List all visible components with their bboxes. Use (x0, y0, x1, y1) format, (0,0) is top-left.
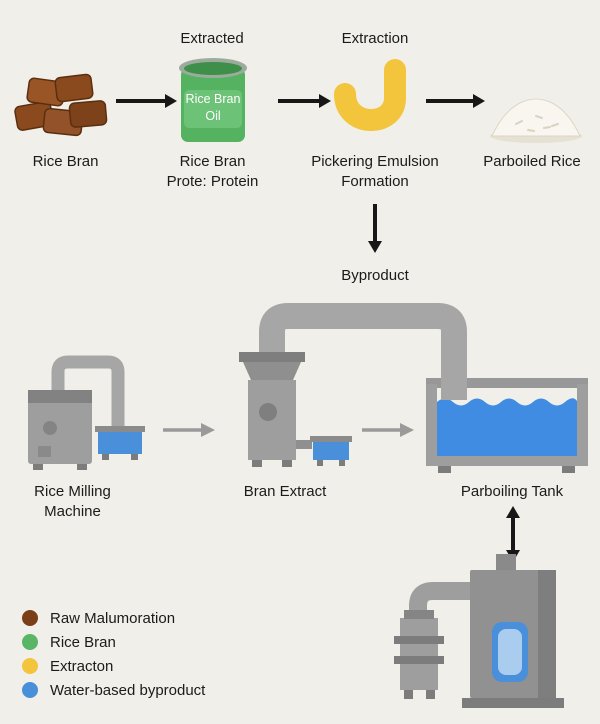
can-text-line1: Rice Bran (185, 92, 241, 106)
arrow-oil-to-emulsion (278, 99, 320, 103)
milling-caption-line2: Machine (44, 502, 101, 520)
legend-dot-raw (22, 610, 38, 626)
emulsion-caption-line2: Formation (341, 172, 409, 190)
arrow-emulsion-to-rice (426, 99, 474, 103)
bran-extract-icon (239, 352, 352, 467)
rice-bran-caption: Rice Bran (32, 153, 99, 170)
legend-label-byproduct: Water-based byproduct (50, 681, 206, 699)
oil-caption-line2: Prote: Protein (166, 172, 259, 190)
bran-extract-caption: Bran Extract (243, 483, 327, 500)
parboiled-rice-caption: Parboiled Rice (483, 153, 581, 170)
milling-caption: Rice Milling Machine (10, 482, 135, 521)
parboiling-tank-icon (426, 378, 588, 473)
legend-item-rice-bran: Rice Bran (22, 630, 116, 654)
emulsion-caption: Pickering Emulsion Formation (290, 152, 460, 191)
rice-milling-machine-icon (28, 355, 145, 470)
flow-arrow-extract-to-tank (362, 423, 414, 437)
emulsion-shape-icon (334, 59, 406, 131)
can-lid-inner (184, 62, 242, 75)
byproduct-label: Byproduct (341, 267, 409, 284)
arrow-to-byproduct (373, 204, 377, 242)
arrow-tank-bottom-machine (511, 517, 515, 551)
extracted-label: Extracted (180, 30, 244, 47)
emulsion-caption-line1: Pickering Emulsion (311, 153, 439, 170)
legend-item-raw: Raw Malumoration (22, 606, 175, 630)
milling-caption-line1: Rice Milling (34, 483, 111, 500)
byproduct-pipe (259, 303, 467, 400)
arrow-bran-to-oil (116, 99, 166, 103)
extraction-label: Extraction (341, 30, 409, 47)
can-text: Rice Bran Oil (179, 91, 247, 125)
oil-caption: Rice Bran Prote: Protein (140, 152, 285, 191)
machinery-row-graphic (28, 303, 588, 473)
rice-bran-blocks-icon (14, 73, 108, 137)
legend-dot-byproduct (22, 682, 38, 698)
oil-caption-line1: Rice Bran (179, 153, 246, 170)
can-text-line2: Oil (205, 108, 221, 123)
parboiled-rice-pile-icon (490, 98, 582, 143)
rice-bran-oil-can-icon: Rice Bran Oil (179, 58, 247, 142)
bottom-machine-icon (394, 554, 564, 708)
legend-dot-extraction (22, 658, 38, 674)
legend-label-extraction: Extracton (50, 657, 114, 675)
legend-label-raw: Raw Malumoration (50, 609, 176, 627)
parboiling-caption: Parboiling Tank (460, 483, 564, 500)
can-label-band (184, 90, 242, 128)
legend-dot-rice-bran (22, 634, 38, 650)
flow-arrow-milling-to-extract (163, 423, 215, 437)
legend-item-extraction: Extracton (22, 654, 113, 678)
legend-label-rice-bran: Rice Bran (50, 633, 116, 651)
legend-item-byproduct: Water-based byproduct (22, 678, 205, 702)
